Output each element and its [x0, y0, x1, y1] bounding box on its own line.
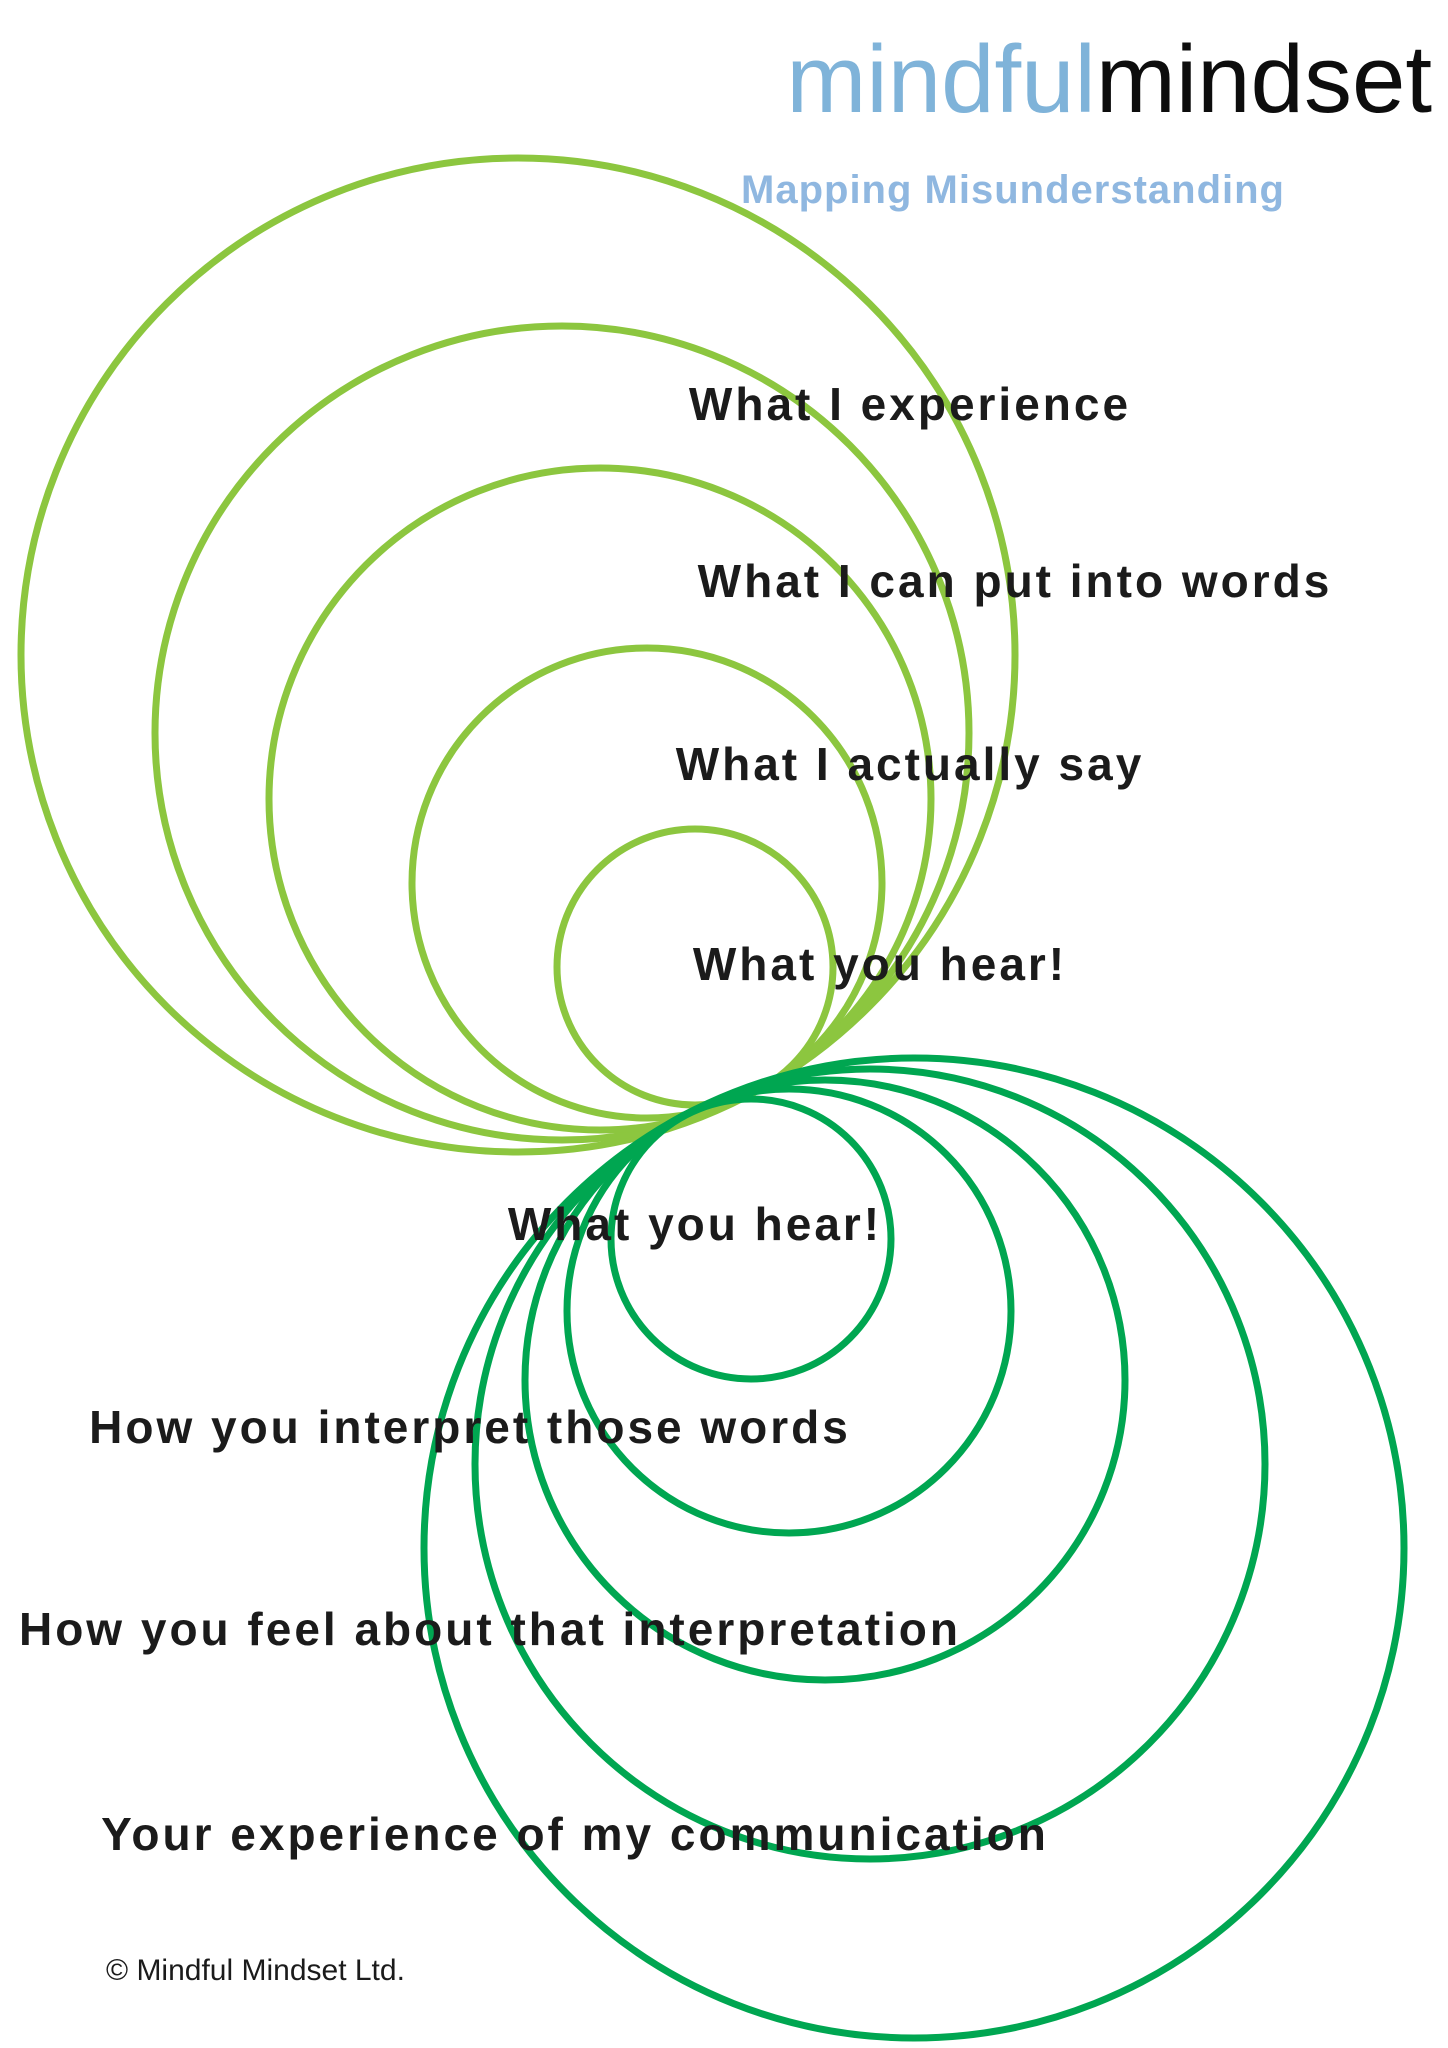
listener-circle: [521, 1076, 1129, 1684]
diagram-label-what-i-actually-say: What I actually say: [676, 738, 1145, 790]
diagram-label-your-experience: Your experience of my communication: [101, 1808, 1049, 1860]
listener-circle: [563, 1085, 1015, 1537]
brand-logo: mindfulmindset: [786, 29, 1432, 131]
speaker-circle: [265, 464, 935, 1134]
diagram-label-what-i-can-put-into-words: What I can put into words: [698, 555, 1333, 607]
diagram-label-how-you-feel: How you feel about that interpretation: [19, 1603, 961, 1655]
page-title: Mapping Misunderstanding: [741, 168, 1285, 212]
circles-layer: [17, 154, 1408, 2042]
listener-circle: [607, 1095, 895, 1383]
speaker-circle: [151, 322, 973, 1144]
diagram-label-what-you-hear-listener: What you hear!: [508, 1198, 882, 1250]
speaker-circle: [553, 825, 837, 1109]
diagram-label-what-i-experience: What I experience: [689, 378, 1131, 430]
brand-logo-mindful: mindful: [786, 26, 1096, 133]
diagram-label-how-you-interpret: How you interpret those words: [89, 1401, 851, 1453]
speaker-circle: [17, 154, 1019, 1156]
listener-circle: [420, 1054, 1408, 2042]
listener-circle: [471, 1065, 1269, 1863]
brand-logo-mindset: mindset: [1095, 26, 1432, 133]
diagram-label-what-you-hear-speaker: What you hear!: [693, 938, 1067, 990]
speaker-circle: [408, 644, 886, 1122]
copyright-notice: © Mindful Mindset Ltd.: [106, 1954, 405, 1987]
